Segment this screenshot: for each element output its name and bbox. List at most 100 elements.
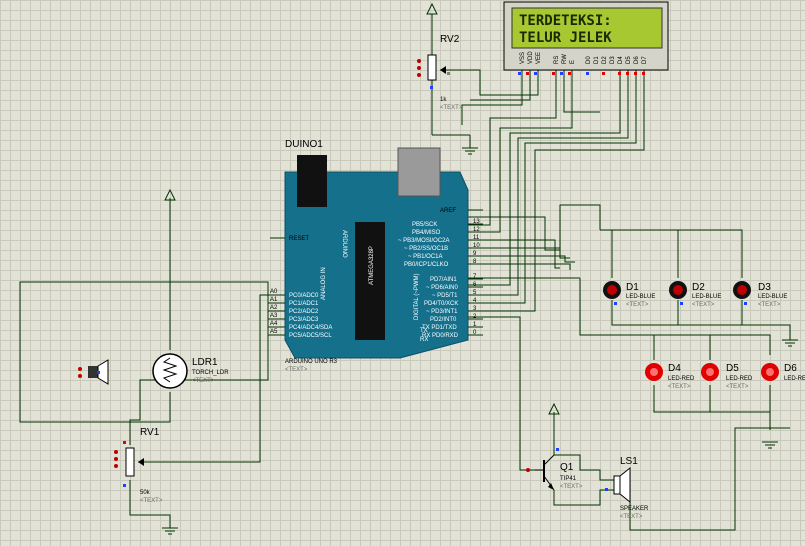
- power-terminal-icon: [548, 402, 560, 415]
- pin-10-num: 10: [473, 243, 480, 249]
- rv2-value: 1k: [440, 97, 447, 103]
- ground-icon: [462, 147, 478, 155]
- led-d1[interactable]: D1 LED-BLUE <TEXT>: [603, 281, 655, 308]
- chip-label: ATMEGA328P: [369, 246, 375, 285]
- ldr-text: <TEXT>: [192, 378, 215, 384]
- torch-icon[interactable]: [78, 359, 109, 385]
- pin-a4-label: PC4/ADC4/SDA: [289, 325, 332, 331]
- pin-a3-num: A3: [270, 313, 278, 319]
- tx-label: TX: [420, 328, 428, 334]
- led-d6-type: LED-RE: [784, 376, 805, 382]
- led-d2-type: LED-BLUE: [692, 294, 721, 300]
- pin-8-num: 8: [473, 259, 477, 265]
- pin-11-num: 11: [473, 235, 480, 241]
- lcd-pin-d4: D4: [618, 56, 624, 64]
- speaker-ls1[interactable]: LS1 SPEAKER <TEXT>: [605, 456, 649, 520]
- led-d3-name: D3: [758, 282, 771, 293]
- pin-4-label: PD4/T0/XCK: [424, 301, 458, 307]
- brand-label: ARDUINO: [341, 230, 347, 258]
- lcd-line-1: TERDETEKSI:: [519, 13, 612, 29]
- pin-7-label: PD7/AIN1: [430, 277, 457, 283]
- digital-title: DIGITAL (~PWM): [414, 273, 420, 320]
- pin-a2-num: A2: [270, 305, 278, 311]
- led-d4-name: D4: [668, 363, 681, 374]
- analog-pins: A0 PC0/ADC0 A1 PC1/ADC1 A2 PC2/ADC2 A3 P…: [268, 289, 332, 339]
- pin-2-label: PD2/INT0: [430, 317, 457, 323]
- transistor-q1[interactable]: Q1 TIP41 <TEXT>: [526, 402, 583, 491]
- lcd-pin-d0: D0: [586, 56, 592, 64]
- arduino-uno[interactable]: ATMEGA328P ARDUINO ANALOG IN DIGITAL (~P…: [268, 139, 483, 373]
- ground-icon: [782, 339, 798, 347]
- q1-type: TIP41: [560, 476, 577, 482]
- wiper-arrow-icon: [138, 458, 144, 466]
- rv1-text: <TEXT>: [140, 498, 163, 504]
- ldr-sensor[interactable]: LDR1 TORCH_LDR <TEXT>: [152, 188, 229, 389]
- pin-0-num: 0: [473, 330, 477, 336]
- lcd-pin-vee: VEE: [536, 52, 542, 64]
- emitter-arrow-icon: [548, 483, 554, 490]
- q1-name: Q1: [560, 462, 574, 473]
- lcd-pin-d5: D5: [626, 56, 632, 64]
- digital-pins-bottom: 7 PD7/AIN1 6 ~ PD6/AIN0 5 ~ PD5/T1 4 PD4…: [422, 274, 483, 339]
- pin-a4-num: A4: [270, 321, 278, 327]
- power-terminal-icon: [426, 2, 438, 15]
- rv1-potentiometer[interactable]: RV1 50k <TEXT>: [114, 427, 163, 504]
- led-d5[interactable]: D5 LED-RED <TEXT>: [701, 363, 753, 390]
- pin-10-label: ~ PB2/SS/OC1B: [404, 246, 448, 252]
- led-d1-type: LED-BLUE: [626, 294, 655, 300]
- rv2-text: <TEXT>: [440, 105, 463, 111]
- pin-3-label: ~ PD3/INT1: [426, 309, 458, 315]
- lcd-pin-d7: D7: [642, 56, 648, 64]
- pin-a2-label: PC2/ADC2: [289, 309, 319, 315]
- pin-9-label: ~ PB1/OC1A: [408, 254, 443, 260]
- led-d6-name: D6: [784, 363, 797, 374]
- pin-5-label: ~ PD5/T1: [432, 293, 458, 299]
- lcd-line-2: TELUR JELEK: [519, 30, 612, 46]
- speaker-icon: [619, 466, 631, 504]
- pin-2-num: 2: [473, 314, 477, 320]
- led-d3[interactable]: D3 LED-BLUE <TEXT>: [733, 281, 787, 308]
- led-d1-name: D1: [626, 282, 639, 293]
- led-d6[interactable]: D6 LED-RE: [761, 363, 805, 382]
- pin-a0-num: A0: [270, 289, 278, 295]
- pin-6-label: ~ PD6/AIN0: [426, 285, 459, 291]
- ls1-type: SPEAKER: [620, 506, 649, 512]
- ground-icon: [162, 527, 178, 535]
- reset-label: RESET: [289, 236, 309, 242]
- led-d5-name: D5: [726, 363, 739, 374]
- pin-4-num: 4: [473, 298, 477, 304]
- pin-a1-label: PC1/ADC1: [289, 301, 319, 307]
- pin-3-num: 3: [473, 306, 477, 312]
- lcd-pin-labels: VSS VDD VEE RS RW E D0 D1 D2 D3 D4 D5 D6…: [520, 51, 648, 64]
- pin-5-num: 5: [473, 290, 477, 296]
- pin-7-num: 7: [473, 274, 477, 280]
- rv2-name: RV2: [440, 34, 460, 45]
- lcd-display[interactable]: TERDETEKSI: TELUR JELEK VSS VDD VEE RS R…: [503, 1, 669, 75]
- led-d4-type: LED-RED: [668, 376, 695, 382]
- digital-pins-top: 13 PB5/SCK 12 PB4/MISO 11 ~ PB3/MOSI/OC2…: [398, 219, 483, 268]
- led-d4[interactable]: D4 LED-RED <TEXT>: [645, 363, 695, 390]
- pin-12-num: 12: [473, 227, 480, 233]
- wiper-arrow-icon: [440, 66, 446, 74]
- pin-12-label: PB4/MISO: [412, 230, 441, 236]
- lcd-pin-d6: D6: [634, 56, 640, 64]
- pin-a0-label: PC0/ADC0: [289, 293, 319, 299]
- pin-1-num: 1: [473, 322, 477, 328]
- rx-label: RX: [420, 337, 428, 343]
- pin-13-num: 13: [473, 219, 480, 225]
- pin-8-label: PB0/ICP1/CLKO: [404, 262, 449, 268]
- pin-a3-label: PC3/ADC3: [289, 317, 319, 323]
- rv2-potentiometer[interactable]: RV2 1k <TEXT>: [417, 2, 463, 111]
- ls1-name: LS1: [620, 456, 638, 467]
- q1-text: <TEXT>: [560, 484, 583, 490]
- pin-11-label: ~ PB3/MOSI/OC2A: [398, 238, 450, 244]
- arduino-text: <TEXT>: [285, 367, 308, 373]
- lcd-pin-vss: VSS: [520, 52, 526, 64]
- analog-title: ANALOG IN: [321, 267, 327, 300]
- usb-connector: [397, 147, 441, 197]
- arduino-model: ARDUINO UNO R3: [285, 359, 338, 365]
- led-d2[interactable]: D2 LED-BLUE <TEXT>: [669, 281, 721, 308]
- atmega-chip: [355, 222, 385, 340]
- rv1-name: RV1: [140, 427, 160, 438]
